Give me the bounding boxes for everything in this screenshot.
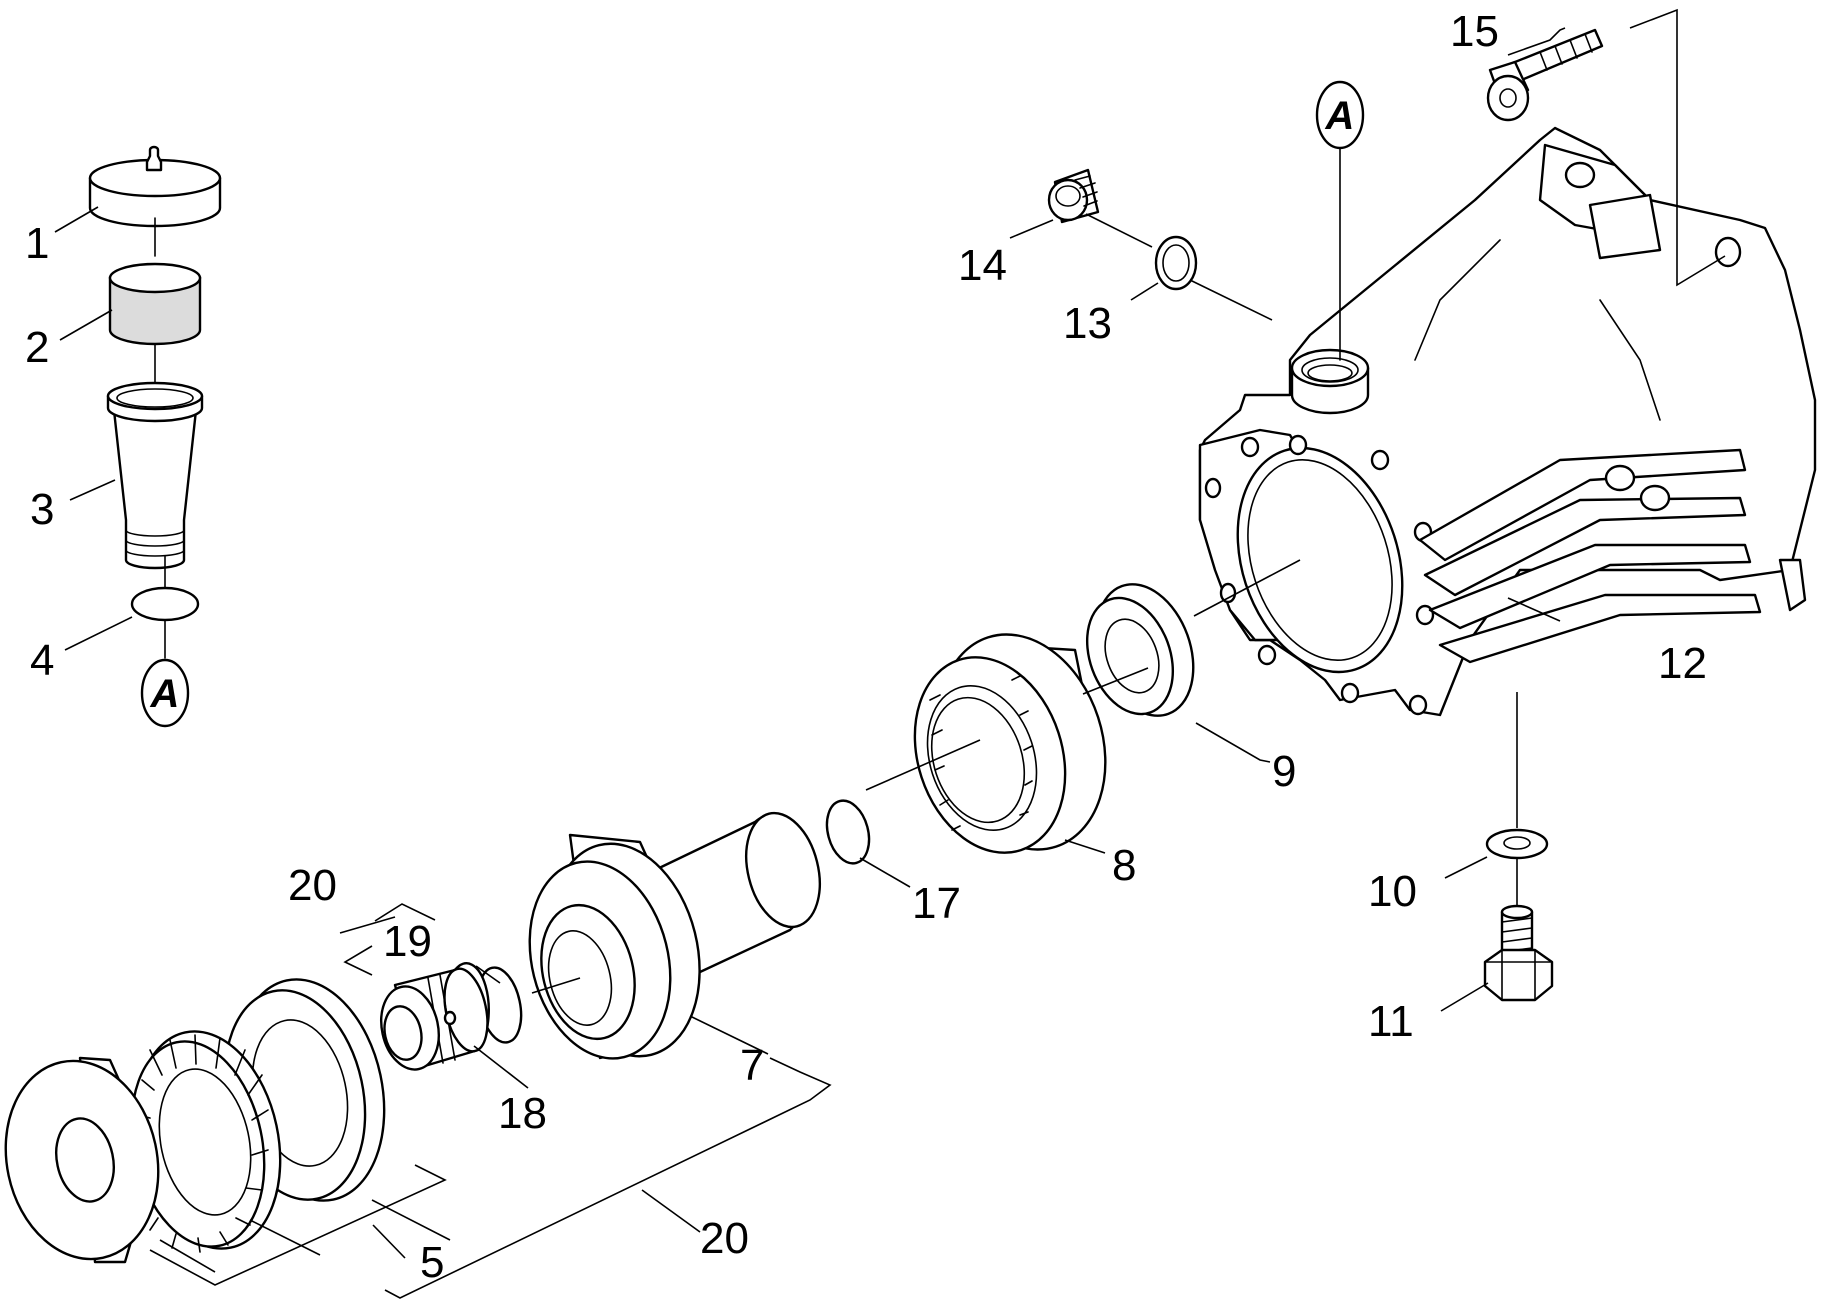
reference-marker-a-top: A bbox=[1315, 80, 1365, 361]
part-8-bearing bbox=[913, 633, 1107, 854]
part-10-washer bbox=[1485, 828, 1549, 860]
callout-1: 1 bbox=[25, 219, 49, 268]
callout-19: 19 bbox=[383, 917, 432, 966]
callout-11: 11 bbox=[1368, 997, 1414, 1046]
part-7-shaft bbox=[528, 811, 821, 1060]
leader-lines bbox=[54, 8, 1726, 1299]
callout-5: 5 bbox=[420, 1238, 444, 1287]
callout-3: 3 bbox=[30, 485, 54, 534]
callout-20-lower: 20 bbox=[700, 1214, 749, 1263]
part-12-housing bbox=[1198, 126, 1817, 717]
callout-20-upper: 20 bbox=[288, 861, 337, 910]
reference-marker-a-left-label: A bbox=[150, 672, 180, 716]
callout-9: 9 bbox=[1272, 747, 1296, 796]
part-14-plug bbox=[1047, 168, 1100, 224]
part-17-oring bbox=[825, 799, 871, 865]
callout-14: 14 bbox=[958, 241, 1007, 290]
callout-8: 8 bbox=[1112, 841, 1136, 890]
callout-18: 18 bbox=[498, 1089, 547, 1138]
callout-17: 17 bbox=[912, 879, 961, 928]
callout-7: 7 bbox=[740, 1041, 764, 1090]
callout-labels: 1 2 3 4 5 7 8 9 10 11 12 13 14 15 17 18 … bbox=[25, 7, 1707, 1287]
reference-marker-a-top-label: A bbox=[1325, 94, 1355, 138]
part-9-seal bbox=[1085, 583, 1195, 717]
part-1-cap bbox=[88, 145, 222, 228]
part-3-cup bbox=[106, 381, 204, 570]
callout-2: 2 bbox=[25, 323, 49, 372]
callout-10: 10 bbox=[1368, 867, 1417, 916]
part-18-valve-insert bbox=[380, 962, 490, 1071]
callout-13: 13 bbox=[1063, 299, 1112, 348]
part-2-filter bbox=[108, 262, 202, 346]
part-13-washer bbox=[1154, 235, 1198, 291]
part-4-oring bbox=[130, 586, 200, 622]
reference-marker-a-left: A bbox=[140, 658, 190, 728]
callout-15: 15 bbox=[1450, 7, 1499, 56]
left-stack-connectors bbox=[154, 217, 166, 659]
part-11-screw bbox=[1483, 904, 1554, 1002]
part-5-thrust-bearing bbox=[4, 978, 386, 1264]
part-15-bolt bbox=[1486, 28, 1604, 122]
callout-12: 12 bbox=[1658, 639, 1707, 688]
callout-4: 4 bbox=[30, 636, 54, 685]
